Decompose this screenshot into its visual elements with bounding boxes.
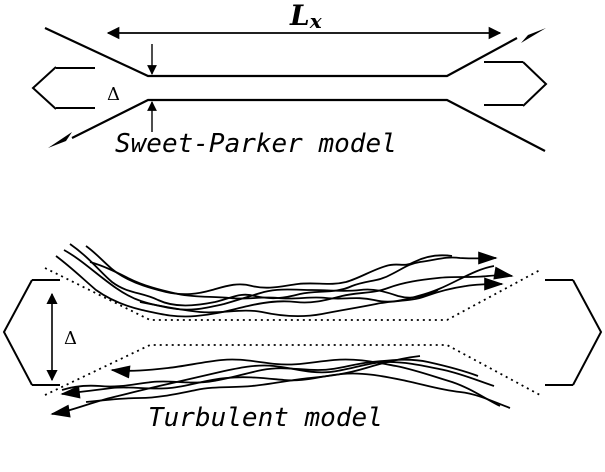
- sweet-parker-diagram: Lx Δ Sweet-Parker model: [31, 0, 548, 159]
- delta-label-bottom: Δ: [64, 328, 77, 349]
- turbulent-field-lines-lower: [50, 355, 511, 418]
- field-line: [60, 372, 511, 409]
- right-bracket: [572, 279, 603, 386]
- lx-label: Lx: [289, 0, 323, 33]
- turbulent-caption: Turbulent model: [148, 403, 383, 433]
- right-outflow-arrow-head: [522, 61, 548, 107]
- upper-right-outflow-arrowhead: [521, 28, 546, 43]
- turbulent-diagram: Δ Turbulent model: [2, 243, 603, 433]
- sweet-parker-caption: Sweet-Parker model: [115, 129, 397, 159]
- lower-left-outflow-arrowhead: [48, 132, 72, 148]
- field-line: [55, 255, 514, 318]
- turbulent-lower-dotted-boundary: [44, 344, 541, 396]
- sheet-upper-boundary: [44, 27, 518, 78]
- sheet-lower-boundary: [71, 98, 546, 152]
- field-line: [61, 358, 479, 391]
- field-line: [50, 361, 495, 418]
- delta-label-top: Δ: [107, 84, 120, 105]
- field-line: [69, 243, 498, 307]
- left-outflow-arrow-head: [31, 66, 57, 110]
- field-line: [85, 355, 421, 403]
- field-line: [85, 245, 453, 296]
- field-line: [110, 358, 501, 407]
- turbulent-upper-dotted-boundary: [44, 267, 541, 321]
- field-line: [63, 249, 439, 311]
- left-bracket: [2, 279, 33, 386]
- turbulent-field-lines-upper: [55, 243, 514, 318]
- field-line: [139, 277, 504, 318]
